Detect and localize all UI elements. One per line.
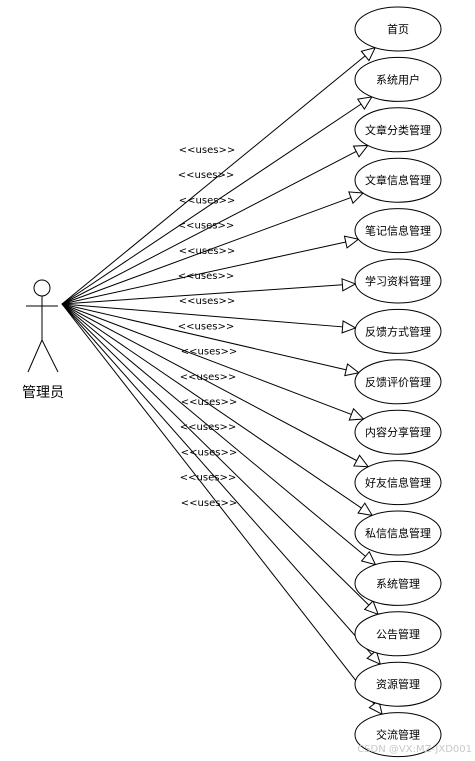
arrowhead bbox=[348, 407, 365, 421]
use-case: 交流管理 bbox=[354, 712, 442, 758]
association-lines bbox=[61, 46, 383, 716]
association-line bbox=[61, 303, 379, 615]
use-case-label: 私信信息管理 bbox=[365, 526, 431, 540]
use-case-ellipse bbox=[354, 661, 442, 707]
actor-head bbox=[33, 279, 51, 297]
uses-label: <<uses>> bbox=[181, 397, 237, 408]
use-case-label: 内容分享管理 bbox=[365, 425, 431, 439]
uses-label: <<uses>> bbox=[179, 145, 235, 156]
uses-label: <<uses>> bbox=[180, 422, 236, 433]
use-case-label: 文章信息管理 bbox=[365, 173, 431, 187]
arrowhead bbox=[357, 502, 374, 517]
actor-left-leg bbox=[27, 339, 43, 373]
arrowhead bbox=[356, 96, 373, 111]
use-case-ellipse bbox=[354, 157, 442, 203]
use-case-label: 文章分类管理 bbox=[365, 123, 431, 137]
use-case: 资源管理 bbox=[354, 661, 442, 707]
arrowhead bbox=[360, 550, 377, 566]
uses-label: <<uses>> bbox=[178, 221, 234, 232]
association-line bbox=[61, 145, 369, 305]
use-case: 系统管理 bbox=[354, 560, 442, 606]
use-case: 私信信息管理 bbox=[354, 510, 442, 556]
association-line bbox=[61, 238, 359, 305]
actor-name: 管理员 bbox=[22, 385, 64, 401]
uses-label: <<uses>> bbox=[178, 321, 234, 332]
use-case-ellipse bbox=[354, 208, 442, 254]
use-case-ellipse bbox=[354, 409, 442, 455]
actor-right-leg bbox=[41, 339, 59, 373]
uses-label: <<uses>> bbox=[179, 296, 235, 307]
association-line bbox=[61, 303, 376, 566]
use-case-label: 好友信息管理 bbox=[365, 476, 431, 490]
association-line bbox=[61, 192, 364, 305]
uses-label: <<uses>> bbox=[179, 246, 235, 257]
association-line bbox=[61, 303, 381, 665]
uses-label: <<uses>> bbox=[178, 271, 234, 282]
uses-label: <<uses>> bbox=[181, 498, 237, 509]
uses-label: <<uses>> bbox=[179, 195, 235, 206]
uses-label: <<uses>> bbox=[181, 347, 237, 358]
association-line bbox=[61, 303, 356, 329]
use-case-label: 公告管理 bbox=[376, 627, 420, 641]
arrowhead bbox=[363, 599, 379, 616]
use-case: 文章信息管理 bbox=[354, 157, 442, 203]
use-case-ellipse bbox=[354, 258, 442, 304]
use-case: 反馈方式管理 bbox=[354, 308, 442, 354]
use-case-ellipse bbox=[354, 56, 442, 102]
arrowhead bbox=[353, 454, 370, 468]
actor bbox=[26, 279, 59, 373]
use-case-label: 反馈方式管理 bbox=[365, 324, 431, 338]
use-case: 首页 bbox=[354, 6, 442, 52]
uses-label: <<uses>> bbox=[181, 447, 237, 458]
use-case-label: 反馈评价管理 bbox=[365, 375, 431, 389]
association-line bbox=[61, 303, 383, 715]
uses-label: <<uses>> bbox=[180, 473, 236, 484]
arrowhead bbox=[343, 235, 360, 249]
use-case-label: 系统管理 bbox=[376, 576, 420, 590]
use-case-label: 资源管理 bbox=[376, 677, 420, 691]
use-case-label: 首页 bbox=[387, 22, 409, 36]
use-case-label: 笔记信息管理 bbox=[365, 224, 431, 238]
use-case: 文章分类管理 bbox=[354, 107, 442, 153]
use-case: 好友信息管理 bbox=[354, 460, 442, 506]
use-case-ellipse bbox=[354, 510, 442, 556]
association-line bbox=[61, 303, 373, 516]
association-line bbox=[61, 303, 369, 468]
use-case: 系统用户 bbox=[354, 56, 442, 102]
watermark: CSDN @VX:MZ-JXD001 bbox=[357, 744, 472, 755]
association-line bbox=[61, 303, 359, 374]
use-case-label: 系统用户 bbox=[376, 72, 420, 86]
use-case-ellipse bbox=[354, 712, 442, 758]
association-line bbox=[61, 303, 364, 420]
uses-label: <<uses>> bbox=[178, 170, 234, 181]
use-case-ellipse bbox=[354, 359, 442, 405]
use-case-ellipse bbox=[354, 6, 442, 52]
uses-labels: <<uses>> <<uses>> <<uses>> <<uses>> <<uses>>… bbox=[178, 145, 237, 509]
association-line bbox=[61, 283, 356, 305]
association-line bbox=[61, 96, 373, 305]
arrowhead bbox=[366, 649, 382, 666]
use-case-ellipse bbox=[354, 611, 442, 657]
arrowhead bbox=[348, 191, 365, 205]
use-case: 反馈评价管理 bbox=[354, 359, 442, 405]
association-line bbox=[61, 47, 376, 305]
arrowhead bbox=[360, 46, 377, 62]
use-case-ellipse bbox=[354, 460, 442, 506]
use-case-ellipse bbox=[354, 308, 442, 354]
use-case: 学习资料管理 bbox=[354, 258, 442, 304]
use-case: 内容分享管理 bbox=[354, 409, 442, 455]
use-case-ellipse bbox=[354, 560, 442, 606]
use-case: 笔记信息管理 bbox=[354, 208, 442, 254]
use-case-label: 交流管理 bbox=[376, 728, 420, 742]
use-case: 公告管理 bbox=[354, 611, 442, 657]
use-case-ellipse bbox=[354, 107, 442, 153]
arrowhead bbox=[341, 320, 357, 334]
uses-label: <<uses>> bbox=[180, 372, 236, 383]
arrowhead bbox=[341, 278, 357, 292]
arrowhead bbox=[352, 144, 369, 158]
use-cases: 首页系统用户文章分类管理文章信息管理笔记信息管理学习资料管理反馈方式管理反馈评价… bbox=[354, 6, 442, 758]
arrowhead bbox=[344, 363, 360, 377]
use-case-label: 学习资料管理 bbox=[365, 274, 431, 288]
